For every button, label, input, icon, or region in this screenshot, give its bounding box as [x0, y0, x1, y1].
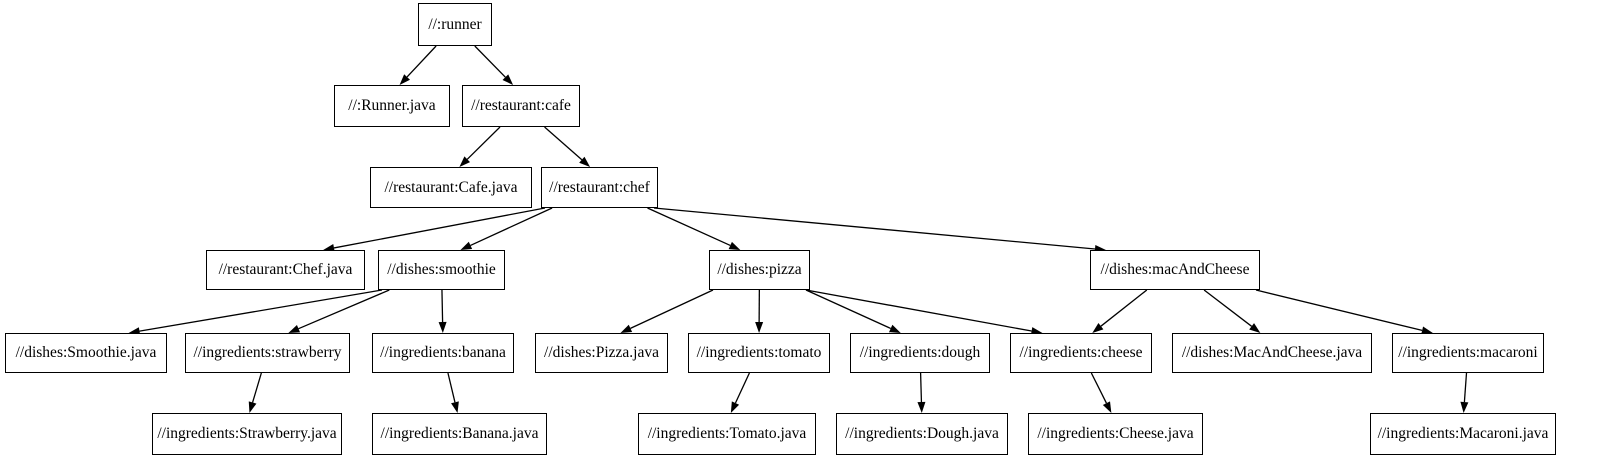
- graph-arrowhead-pizza-to-tomato: [755, 321, 764, 333]
- graph-edge-cafe-to-cafe_java: [466, 126, 501, 160]
- graph-node-smoothie[interactable]: //dishes:smoothie: [378, 250, 505, 290]
- graph-node-label: //ingredients:Strawberry.java: [157, 425, 337, 443]
- graph-node-smoothie_java[interactable]: //dishes:Smoothie.java: [5, 333, 167, 373]
- graph-arrowhead-macandcheese-to-macandcheese_java: [1249, 323, 1261, 333]
- graph-node-cafe[interactable]: //restaurant:cafe: [462, 85, 580, 127]
- graph-arrowhead-cafe-to-chef: [579, 156, 591, 167]
- graph-node-label: //dishes:pizza: [717, 261, 802, 279]
- graph-node-tomato_java[interactable]: //ingredients:Tomato.java: [638, 413, 816, 455]
- graph-node-label: //ingredients:tomato: [696, 344, 822, 362]
- graph-node-label: //restaurant:cafe: [471, 97, 571, 115]
- graph-arrowhead-chef-to-smoothie: [460, 241, 473, 250]
- graph-edge-pizza-to-dough: [805, 289, 891, 330]
- graph-node-dough_java[interactable]: //ingredients:Dough.java: [836, 413, 1008, 455]
- graph-node-label: //ingredients:Macaroni.java: [1377, 425, 1549, 443]
- graph-arrowhead-strawberry-to-strawberry_java: [248, 401, 257, 413]
- graph-node-label: //ingredients:cheese: [1019, 344, 1143, 362]
- graph-edge-macaroni-to-macaroni_java: [1463, 372, 1468, 403]
- graph-node-macaroni[interactable]: //ingredients:macaroni: [1392, 333, 1544, 373]
- graph-node-cheese_java[interactable]: //ingredients:Cheese.java: [1028, 413, 1203, 455]
- graph-node-chef_java[interactable]: //restaurant:Chef.java: [206, 250, 365, 290]
- graph-arrowhead-runner-to-cafe: [502, 74, 514, 85]
- graph-arrowhead-smoothie-to-banana: [438, 321, 447, 333]
- graph-edge-runner-to-cafe: [474, 45, 506, 78]
- graph-edge-macandcheese-to-cheese: [1100, 289, 1148, 327]
- graph-node-macandcheese[interactable]: //dishes:macAndCheese: [1090, 250, 1260, 290]
- graph-node-label: //ingredients:strawberry: [193, 344, 342, 362]
- graph-arrowhead-chef-to-pizza: [728, 241, 741, 250]
- graph-edge-dough-to-dough_java: [919, 372, 923, 403]
- graph-node-label: //restaurant:Chef.java: [218, 261, 353, 279]
- graph-edge-cafe-to-chef: [544, 126, 583, 161]
- graph-node-tomato[interactable]: //ingredients:tomato: [688, 333, 830, 373]
- graph-edge-macandcheese-to-macaroni: [1255, 289, 1423, 332]
- graph-edge-chef-to-macandcheese: [653, 207, 1096, 250]
- graph-edge-smoothie-to-banana: [441, 289, 444, 323]
- graph-node-label: //ingredients:Banana.java: [380, 425, 539, 443]
- graph-arrowhead-cafe-to-cafe_java: [459, 156, 471, 167]
- graph-node-pizza[interactable]: //dishes:pizza: [709, 250, 810, 290]
- graph-arrowhead-pizza-to-pizza_java: [620, 324, 633, 333]
- graph-edge-strawberry-to-strawberry_java: [251, 372, 262, 403]
- graph-edge-tomato-to-tomato_java: [734, 372, 750, 404]
- graph-node-macaroni_java[interactable]: //ingredients:Macaroni.java: [1370, 413, 1556, 455]
- graph-node-label: //:Runner.java: [348, 97, 436, 115]
- graph-node-label: //ingredients:Cheese.java: [1037, 425, 1194, 443]
- graph-node-chef[interactable]: //restaurant:chef: [541, 167, 658, 208]
- graph-node-cafe_java[interactable]: //restaurant:Cafe.java: [370, 167, 532, 208]
- graph-node-runner[interactable]: //:runner: [418, 3, 492, 46]
- graph-edge-chef-to-pizza: [647, 207, 731, 247]
- graph-node-dough[interactable]: //ingredients:dough: [850, 333, 990, 373]
- graph-edge-pizza-to-cheese: [805, 289, 1032, 332]
- graph-node-label: //ingredients:Dough.java: [845, 425, 999, 443]
- graph-edge-runner-to-runner_java: [406, 45, 437, 78]
- graph-node-cheese[interactable]: //ingredients:cheese: [1010, 333, 1152, 373]
- graph-node-label: //dishes:Smoothie.java: [15, 344, 157, 362]
- graph-node-label: //dishes:Pizza.java: [544, 344, 659, 362]
- graph-node-label: //ingredients:Tomato.java: [647, 425, 807, 443]
- graph-arrowhead-macaroni-to-macaroni_java: [1460, 401, 1469, 413]
- graph-node-banana_java[interactable]: //ingredients:Banana.java: [372, 413, 547, 455]
- graph-edge-smoothie-to-smoothie_java: [139, 289, 383, 332]
- graph-edge-chef-to-chef_java: [333, 207, 546, 249]
- graph-node-macandcheese_java[interactable]: //dishes:MacAndCheese.java: [1172, 333, 1372, 373]
- graph-node-label: //ingredients:dough: [859, 344, 981, 362]
- graph-edge-pizza-to-pizza_java: [630, 289, 714, 329]
- graph-edge-smoothie-to-strawberry: [298, 289, 390, 330]
- graph-node-strawberry_java[interactable]: //ingredients:Strawberry.java: [152, 413, 342, 455]
- graph-arrowhead-dough-to-dough_java: [917, 401, 926, 413]
- graph-arrowhead-tomato-to-tomato_java: [730, 401, 740, 413]
- graph-node-label: //dishes:MacAndCheese.java: [1181, 344, 1363, 362]
- graph-node-label: //restaurant:Cafe.java: [384, 178, 518, 196]
- graph-arrowhead-cheese-to-cheese_java: [1102, 401, 1112, 413]
- graph-edge-chef-to-smoothie: [470, 207, 553, 247]
- graph-edge-cheese-to-cheese_java: [1090, 372, 1108, 404]
- graph-node-strawberry[interactable]: //ingredients:strawberry: [185, 333, 350, 373]
- graph-arrowhead-pizza-to-dough: [889, 324, 901, 333]
- graph-node-pizza_java[interactable]: //dishes:Pizza.java: [535, 333, 668, 373]
- graph-node-label: //restaurant:chef: [549, 178, 650, 196]
- graph-node-label: //ingredients:banana: [380, 344, 506, 362]
- graph-node-runner_java[interactable]: //:Runner.java: [334, 85, 450, 127]
- graph-node-banana[interactable]: //ingredients:banana: [372, 333, 514, 373]
- graph-node-label: //dishes:smoothie: [387, 261, 496, 279]
- graph-node-label: //:runner: [428, 15, 482, 33]
- graph-node-label: //dishes:macAndCheese: [1100, 261, 1250, 279]
- graph-arrowhead-banana-to-banana_java: [451, 401, 459, 413]
- graph-arrowhead-macandcheese-to-cheese: [1092, 323, 1104, 333]
- graph-edge-macandcheese-to-macandcheese_java: [1203, 289, 1253, 327]
- graph-node-label: //ingredients:macaroni: [1398, 344, 1538, 362]
- graph-edge-banana-to-banana_java: [447, 372, 456, 403]
- graph-arrowhead-runner-to-runner_java: [399, 74, 410, 85]
- graph-arrowhead-smoothie-to-strawberry: [288, 325, 301, 333]
